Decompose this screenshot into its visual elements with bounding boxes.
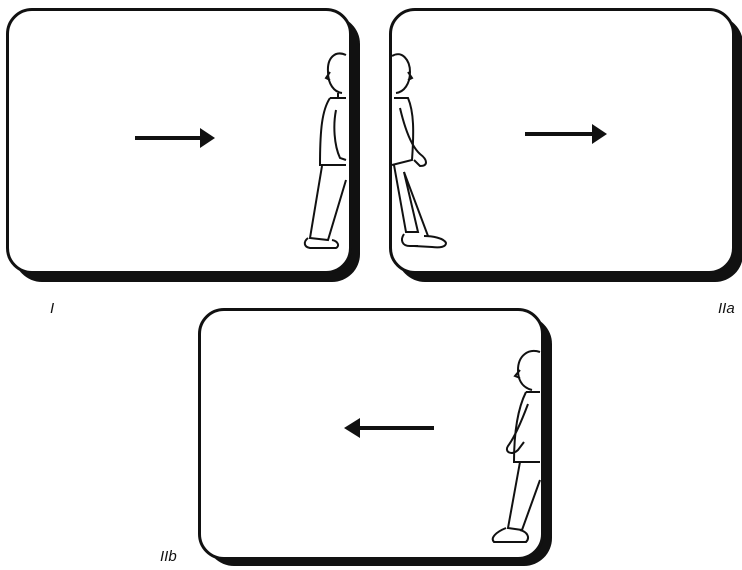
panel-iib-walking-figure bbox=[491, 350, 541, 543]
panel-iia-walking-figure bbox=[391, 53, 448, 249]
panel-iia-frame bbox=[389, 8, 735, 274]
panel-iib-label: IIb bbox=[160, 548, 177, 565]
panel-iia-label: IIa bbox=[718, 300, 735, 317]
panel-i-frame bbox=[6, 8, 352, 274]
panel-i-arrow bbox=[135, 128, 215, 148]
panel-i-label: I bbox=[50, 300, 55, 317]
panel-iib-frame bbox=[198, 308, 544, 560]
panel-i-walking-figure bbox=[303, 52, 347, 249]
panel-iia-arrow bbox=[525, 124, 607, 144]
panel-iib-arrow bbox=[344, 418, 434, 438]
